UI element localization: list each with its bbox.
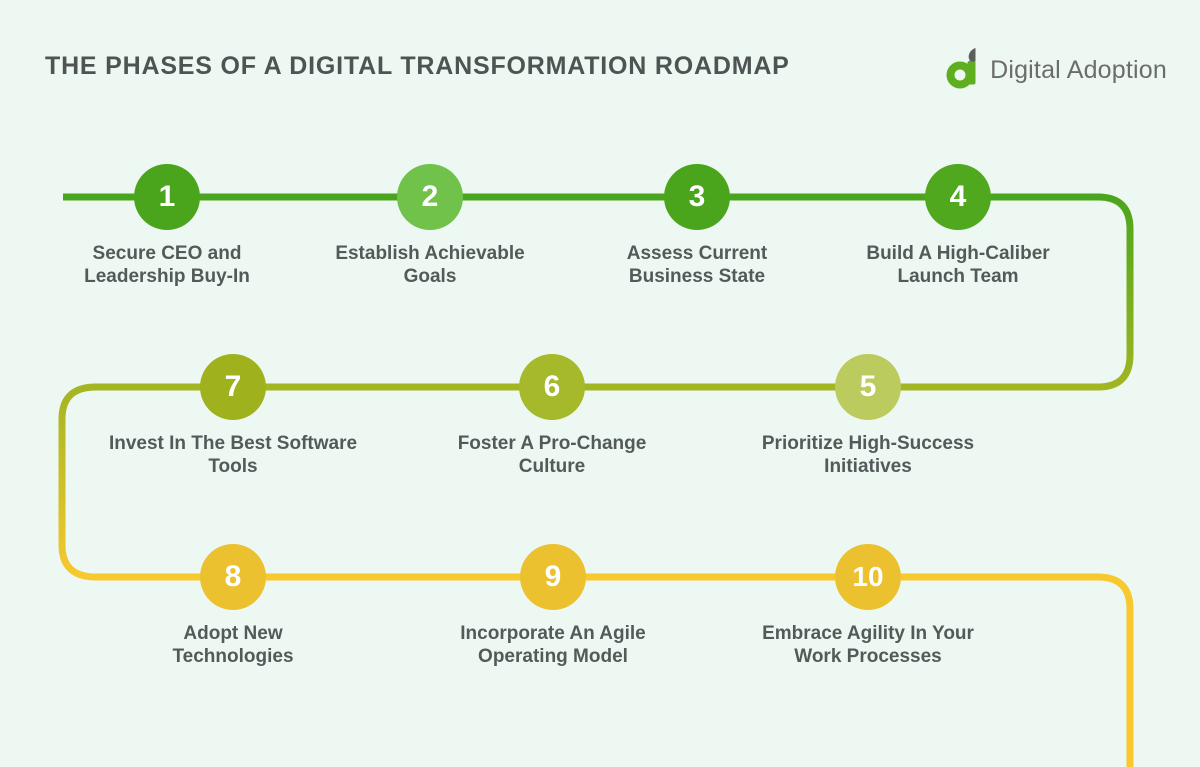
phase-node-9: 9	[520, 544, 586, 610]
phase-node-1: 1	[134, 164, 200, 230]
phase-node-8: 8	[200, 544, 266, 610]
phase-label-8: Adopt New Technologies	[172, 623, 294, 667]
digital-adoption-logo-icon	[945, 46, 985, 95]
phase-number: 5	[859, 370, 877, 403]
phase-number: 2	[421, 180, 439, 213]
phase-number: 1	[158, 180, 176, 213]
phase-label-9: Incorporate An Agile Operating Model	[460, 623, 646, 667]
phase-node-5: 5	[835, 354, 901, 420]
phase-label-2: Establish Achievable Goals	[335, 243, 525, 287]
brand-logo: Digital Adoption	[945, 46, 1167, 95]
phase-label-7: Invest In The Best Software Tools	[108, 433, 358, 477]
phase-label-6: Foster A Pro-Change Culture	[457, 433, 647, 477]
phase-number: 7	[224, 370, 242, 403]
phase-number: 8	[224, 560, 242, 593]
phase-number: 6	[543, 370, 561, 403]
phase-node-7: 7	[200, 354, 266, 420]
phase-label-10: Embrace Agility In Your Work Processes	[762, 623, 974, 667]
path-segment-left-curve	[58, 383, 97, 581]
phase-label-3: Assess Current Business State	[626, 243, 768, 287]
phase-number: 10	[852, 561, 884, 592]
phase-label-5: Prioritize High-Success Initiatives	[761, 433, 975, 477]
phase-label-1: Secure CEO and Leadership Buy-In	[84, 243, 250, 287]
phase-node-10: 10	[835, 544, 901, 610]
phase-number: 9	[544, 560, 562, 593]
phase-node-2: 2	[397, 164, 463, 230]
phase-number: 3	[688, 180, 706, 213]
page-title: THE PHASES OF A DIGITAL TRANSFORMATION R…	[45, 52, 790, 80]
phase-node-3: 3	[664, 164, 730, 230]
phase-node-4: 4	[925, 164, 991, 230]
brand-name: Digital Adoption	[990, 56, 1167, 84]
phase-label-4: Build A High-Caliber Launch Team	[866, 243, 1050, 287]
phase-node-6: 6	[519, 354, 585, 420]
path-segment-right-curve	[1097, 193, 1134, 391]
path-segment-row3-yellow	[94, 573, 1134, 767]
phase-number: 4	[949, 180, 967, 213]
